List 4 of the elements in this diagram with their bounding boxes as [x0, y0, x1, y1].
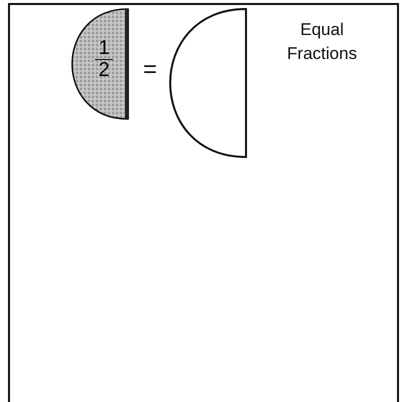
numerator: 1	[98, 38, 110, 59]
equals-sign: =	[143, 58, 158, 82]
denominator: 2	[98, 60, 110, 81]
heading-text: Equal Fractions	[286, 19, 358, 65]
